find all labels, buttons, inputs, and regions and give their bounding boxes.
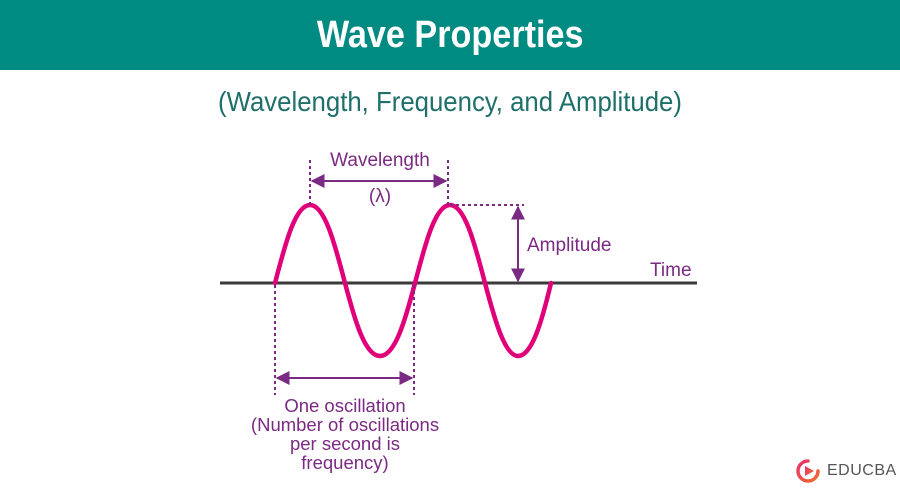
educba-play-icon	[796, 459, 820, 483]
amplitude-label: Amplitude	[527, 235, 612, 256]
page-title: Wave Properties	[316, 13, 584, 56]
oscillation-line-2: (Number of oscillations	[250, 414, 440, 435]
oscillation-caption: One oscillation (Number of oscillations …	[225, 396, 465, 472]
lambda-label: (λ)	[368, 186, 392, 207]
page-subtitle: (Wavelength, Frequency, and Amplitude)	[218, 86, 682, 117]
oscillation-line-1: One oscillation	[284, 395, 406, 416]
educba-logo: EDUCBA	[795, 458, 897, 484]
oscillation-line-4: frequency)	[301, 452, 389, 473]
logo-text: EDUCBA	[827, 462, 897, 479]
oscillation-line-3: per second is	[289, 433, 401, 454]
header-banner: Wave Properties	[0, 0, 900, 70]
sine-wave	[272, 202, 554, 359]
wavelength-label: Wavelength	[330, 150, 430, 171]
time-label: Time	[650, 260, 692, 281]
